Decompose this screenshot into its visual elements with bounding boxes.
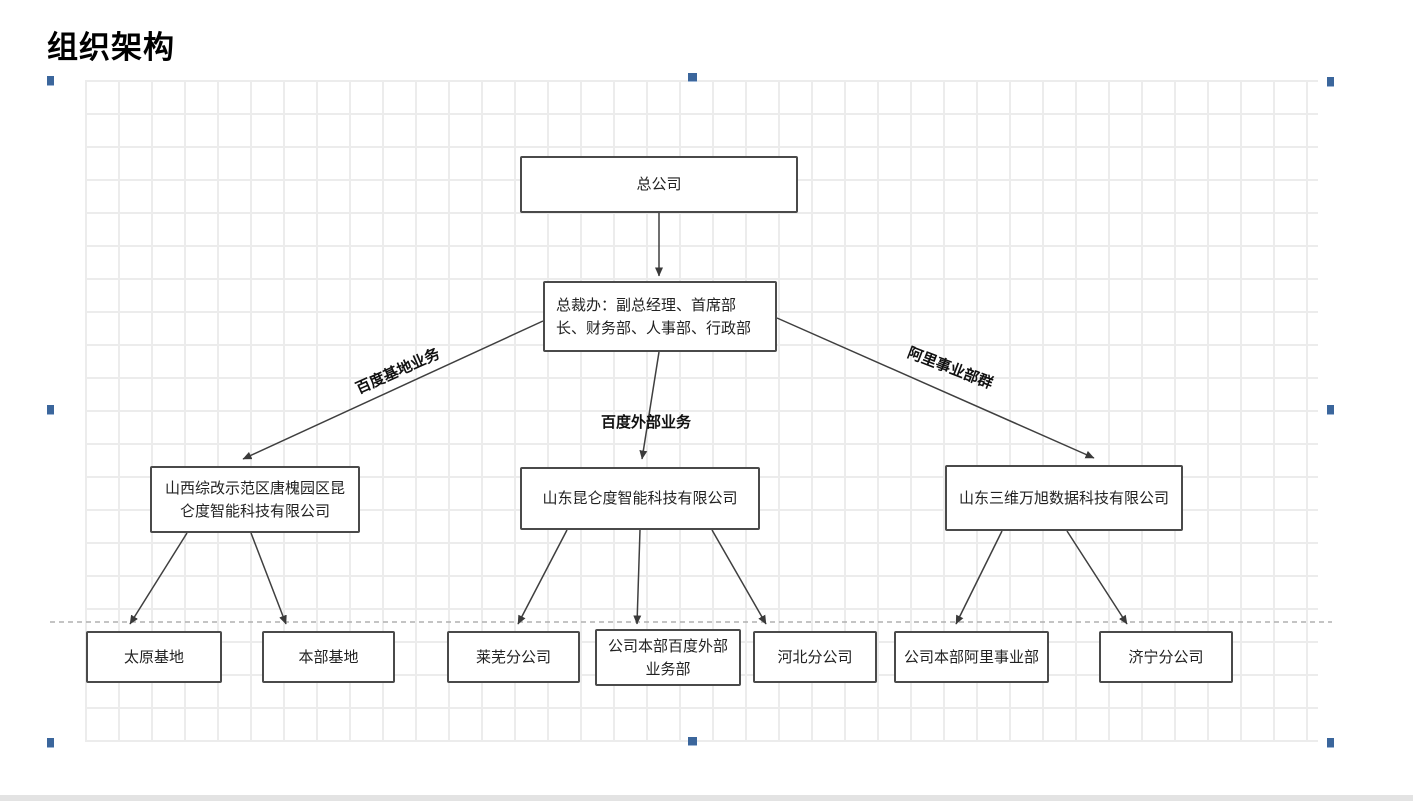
node-baidu-external-dept[interactable]: 公司本部百度外部业务部 [595, 629, 741, 686]
node-shandong-sanwei[interactable]: 山东三维万旭数据科技有限公司 [945, 465, 1183, 531]
node-president-office[interactable]: 总裁办：副总经理、首席部长、财务部、人事部、行政部 [543, 281, 777, 352]
selection-handle-bottom-left[interactable] [47, 738, 54, 747]
edge-label-baidu-external-biz: 百度外部业务 [600, 414, 691, 431]
selection-handle-bottom-right[interactable] [1327, 738, 1334, 747]
selection-handle-bottom-middle[interactable] [688, 737, 697, 745]
page-title: 组织架构 [47, 30, 175, 65]
node-taiyuan-base[interactable]: 太原基地 [86, 631, 222, 683]
node-shandong-kunlundu[interactable]: 山东昆仑度智能科技有限公司 [520, 467, 760, 530]
selection-handle-middle-left[interactable] [47, 405, 54, 414]
node-ali-dept[interactable]: 公司本部阿里事业部 [894, 631, 1049, 683]
node-benbu-base[interactable]: 本部基地 [262, 631, 395, 683]
node-hebei-branch[interactable]: 河北分公司 [753, 631, 877, 683]
node-jining-branch[interactable]: 济宁分公司 [1099, 631, 1233, 683]
selection-handle-top-middle[interactable] [688, 73, 697, 81]
node-laiwu-branch[interactable]: 莱芜分公司 [447, 631, 580, 683]
selection-handle-middle-right[interactable] [1327, 405, 1334, 414]
node-shanxi-company[interactable]: 山西综改示范区唐槐园区昆仑度智能科技有限公司 [150, 466, 360, 533]
bottom-scrollbar[interactable] [0, 795, 1413, 801]
node-head-office[interactable]: 总公司 [520, 156, 798, 213]
selection-handle-top-right[interactable] [1327, 77, 1334, 86]
selection-handle-top-left[interactable] [47, 76, 54, 85]
